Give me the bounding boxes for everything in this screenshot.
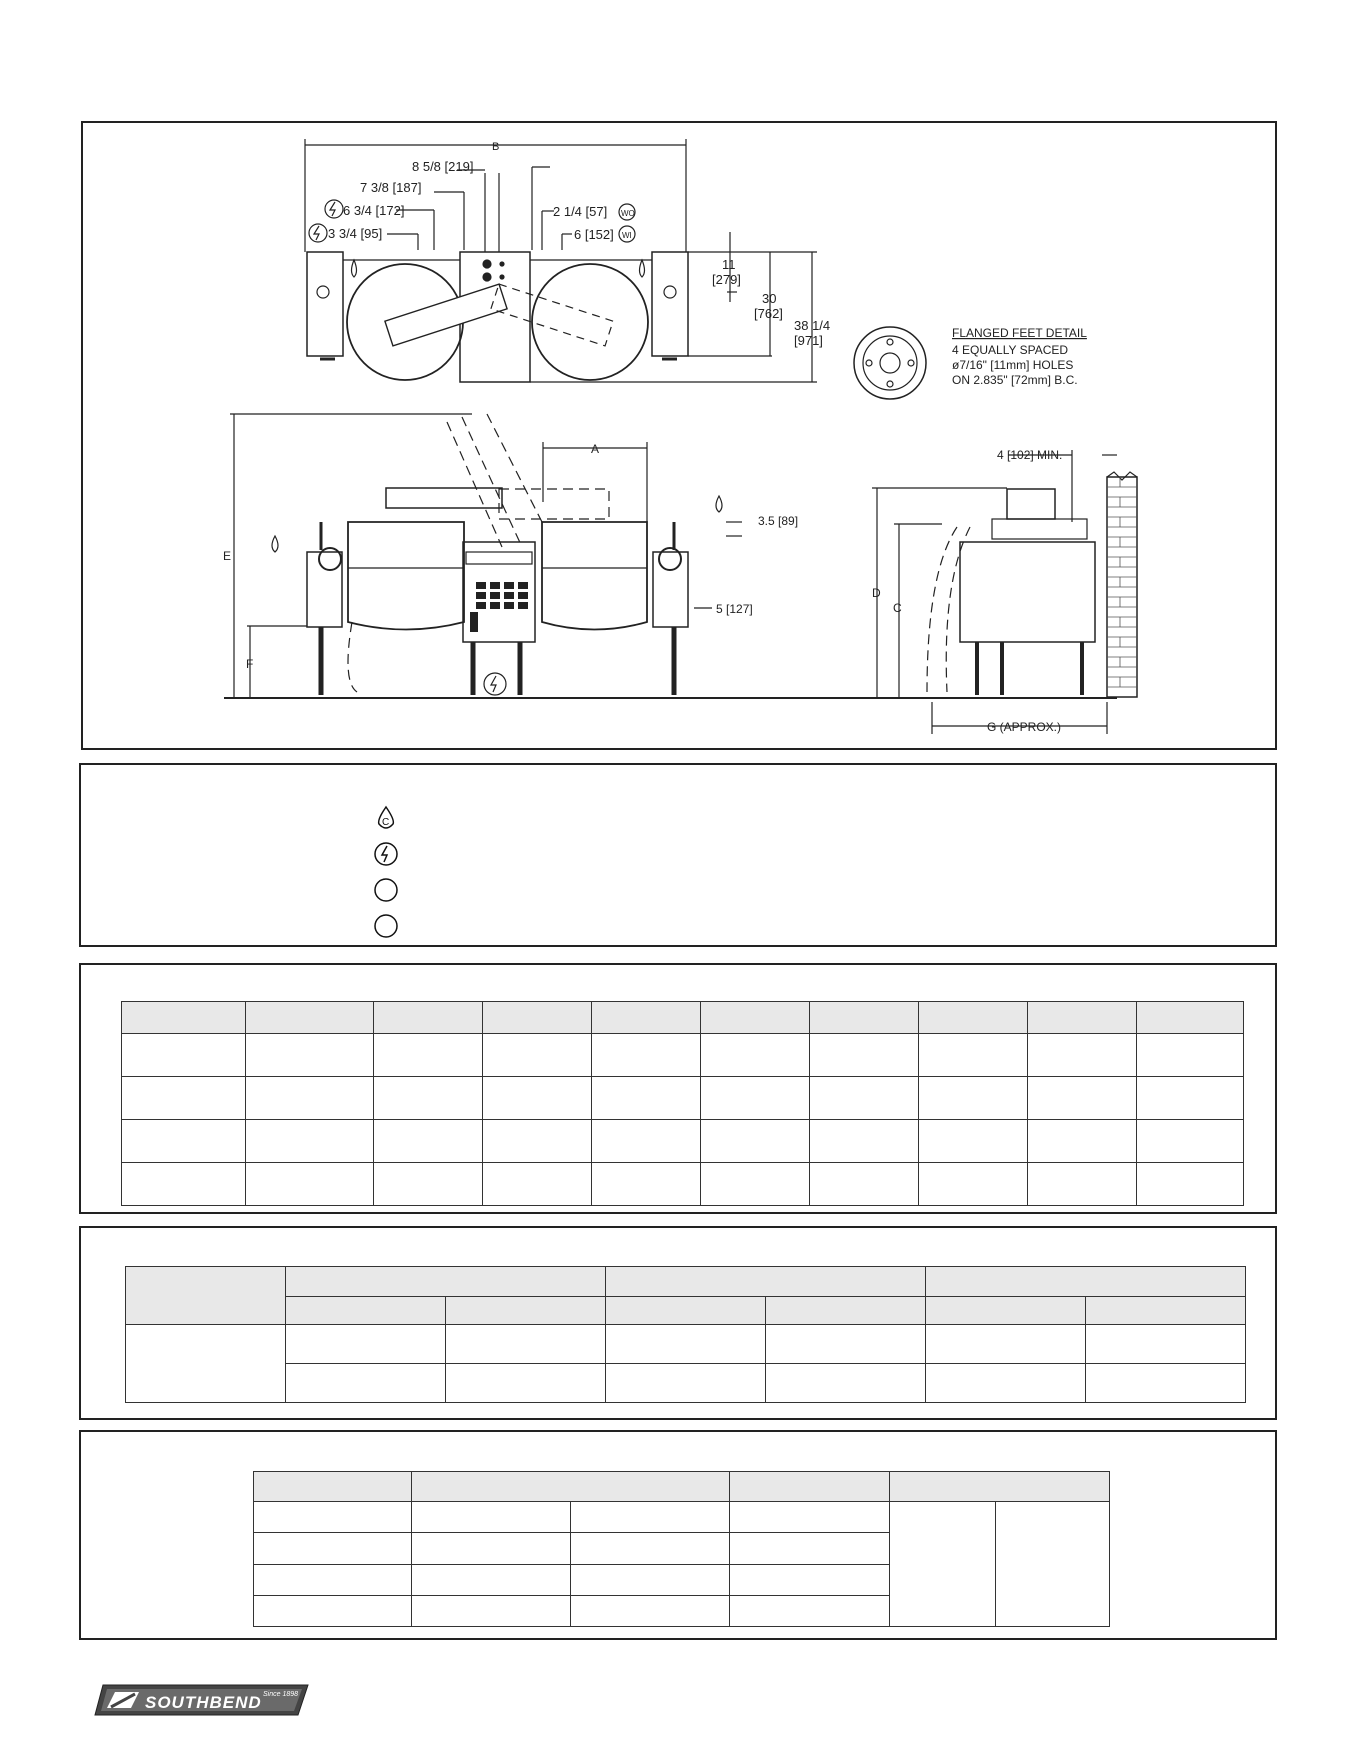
dim-g: G (APPROX.): [987, 720, 1061, 734]
electric-bolt-icon: [374, 842, 398, 866]
dimensions-table-panel: [79, 963, 1277, 1214]
flange-line2: ø7/16" [11mm] HOLES: [952, 358, 1073, 372]
front-view: E F A: [223, 413, 1117, 699]
table-row: [121, 1033, 1244, 1077]
utility-legend-panel: C: [79, 763, 1277, 947]
dim-30-mm: [762]: [754, 306, 783, 321]
dim-38: 38 1/4: [794, 318, 830, 333]
logo-since: Since 1898: [263, 1691, 298, 1698]
blank-circle-icon: [374, 878, 398, 902]
flange-title: FLANGED FEET DETAIL: [952, 326, 1087, 340]
water-drop-c-icon: C: [377, 805, 395, 829]
southbend-logo: SOUTHBEND Since 1898: [94, 1684, 309, 1716]
capacity-table: [253, 1470, 1110, 1628]
table-row: [253, 1594, 1110, 1628]
dim-2-1-4: 2 1/4 [57]: [553, 204, 607, 219]
dim-f: F: [246, 657, 253, 671]
dim-3-3-4: 3 3/4 [95]: [328, 226, 382, 241]
side-view: 4 [102] MIN. D C G (APPROX.): [872, 448, 1138, 734]
dim-d: D: [872, 586, 881, 600]
dim-3-5: 3.5 [89]: [758, 514, 798, 528]
flange-line3: ON 2.835" [72mm] B.C.: [952, 373, 1078, 387]
table-row: [253, 1532, 1110, 1565]
flanged-feet-detail: FLANGED FEET DETAIL 4 EQUALLY SPACED ø7/…: [853, 326, 1087, 400]
table-row: [121, 1162, 1244, 1206]
dim-e: E: [223, 549, 231, 563]
table-header-row: [125, 1266, 1246, 1325]
table-subheader-row: [126, 1296, 1246, 1325]
table-row: [121, 1119, 1244, 1163]
dim-5: 5 [127]: [716, 602, 753, 616]
dim-11: 11: [722, 257, 736, 272]
drawing-panel: B 8 5/8 [219] 7 3/8 [187] 6 3/4 [172] 3 …: [81, 121, 1277, 750]
dim-a: A: [591, 442, 599, 456]
dimension-drawing: B 8 5/8 [219] 7 3/8 [187] 6 3/4 [172] 3 …: [223, 139, 1138, 734]
logo-brand: SOUTHBEND: [145, 1693, 262, 1712]
top-view: B 8 5/8 [219] 7 3/8 [187] 6 3/4 [172] 3 …: [304, 139, 830, 383]
table-row: [126, 1363, 1246, 1403]
dim-30: 30: [762, 291, 776, 306]
flange-line1: 4 EQUALLY SPACED: [952, 343, 1068, 357]
table-row: [253, 1501, 1110, 1627]
electrical-table-panel: [79, 1226, 1277, 1420]
table-header-row: [253, 1470, 1110, 1503]
capacity-table-panel: [79, 1430, 1277, 1640]
table-row: [121, 1076, 1244, 1120]
wo-symbol: WO: [621, 209, 635, 218]
cold-water-symbol: C: [382, 817, 389, 828]
dim-6-3-4: 6 3/4 [172]: [343, 203, 404, 218]
brick-wall: [1107, 477, 1137, 697]
blank-circle-icon: [374, 914, 398, 938]
table-row: [125, 1324, 1246, 1403]
dim-6: 6 [152]: [574, 227, 614, 242]
dim-38-mm: [971]: [794, 333, 823, 348]
dim-8-5-8: 8 5/8 [219]: [412, 159, 473, 174]
dim-4-min: 4 [102] MIN.: [997, 448, 1062, 462]
dim-7-3-8: 7 3/8 [187]: [360, 180, 421, 195]
dimensions-table: [121, 1001, 1244, 1206]
wi-symbol: WI: [622, 231, 632, 240]
dim-c: C: [893, 601, 902, 615]
table-header-row: [121, 1001, 1244, 1034]
dim-11-mm: [279]: [712, 272, 741, 287]
electrical-table: [125, 1266, 1246, 1403]
dim-b-label: B: [492, 141, 499, 153]
